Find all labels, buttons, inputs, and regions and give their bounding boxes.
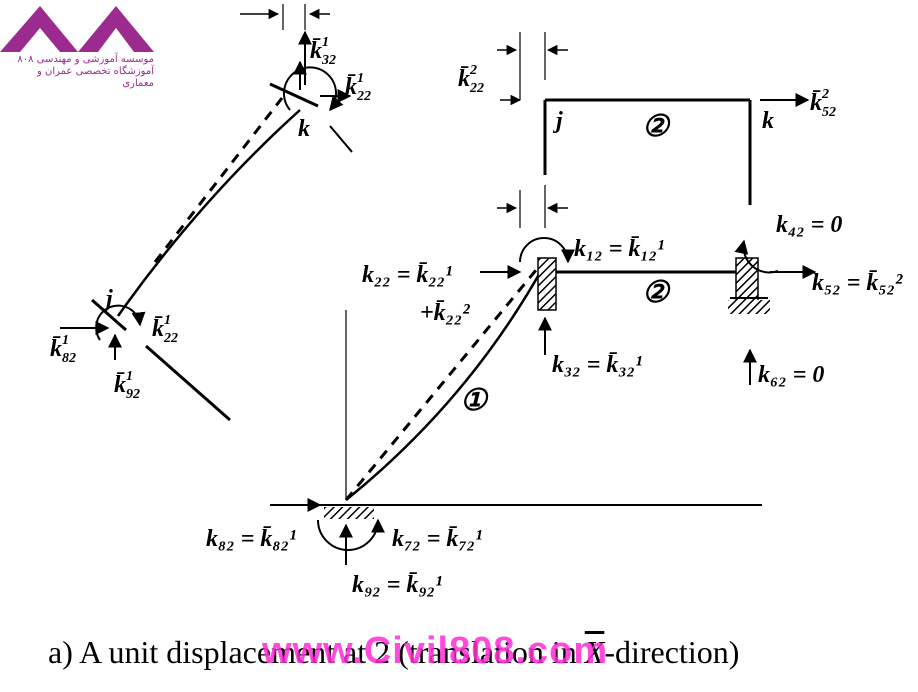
- label-node-k-right: k: [762, 108, 774, 134]
- label-member1: ①: [460, 384, 489, 417]
- label-k22-sq: k̄222: [458, 63, 484, 96]
- frame-structure: [270, 237, 817, 565]
- label-k82-eq: k₈₂ = k̄₈₂¹: [206, 526, 296, 552]
- figure-caption: a) A unit displacement at 2 (translation…: [48, 634, 739, 671]
- logo-line1: موسسه آموزشی و مهندسی ۸۰۸: [17, 54, 154, 65]
- label-node-j-left: j: [102, 286, 113, 312]
- caption-axis: X: [584, 634, 605, 670]
- caption-prefix: a) A unit displacement at 2 (translation…: [48, 634, 585, 670]
- label-k42: k₄₂ = 0: [776, 212, 842, 238]
- label-k72-eq: k₇₂ = k̄₇₂¹: [392, 526, 482, 552]
- logo-text: موسسه آموزشی و مهندسی ۸۰۸ آموزشگاه تخصصی…: [4, 54, 154, 90]
- label-k82-left: k̄821: [50, 333, 76, 366]
- label-k52-top: k̄522: [810, 87, 836, 120]
- label-member2-top: ②: [642, 110, 671, 143]
- label-k22-sum-line2: +k̄₂₂²: [420, 300, 470, 326]
- left-member-freebody: [60, 4, 353, 422]
- force-labels: k̄321 k̄221 k j k̄821 k̄221 k̄921 k̄222 …: [50, 35, 903, 598]
- watermark: www.Civil808.com: [262, 630, 609, 672]
- label-k62: k₆₂ = 0: [758, 362, 824, 388]
- label-k22-top: k̄221: [345, 71, 371, 104]
- label-k12: k₁₂ = k̄₁₂¹: [574, 236, 664, 262]
- logo-mark: [0, 6, 154, 52]
- label-k92-eq: k₉₂ = k̄₉₂¹: [352, 572, 442, 598]
- label-k92-left: k̄921: [114, 369, 140, 402]
- label-k52-eq: k₅₂ = k̄₅₂²: [812, 270, 903, 296]
- label-k22-sum-line1: k₂₂ = k̄₂₂¹: [362, 262, 452, 288]
- caption-suffix: -direction): [604, 634, 740, 670]
- label-node-k-left: k: [298, 116, 310, 142]
- label-node-j-right: j: [552, 108, 563, 134]
- label-member2-bottom: ②: [642, 276, 671, 309]
- label-k32-top: k̄321: [310, 35, 336, 68]
- label-k22-left: k̄221: [152, 313, 178, 346]
- logo-line2: آموزشگاه تخصصی عمران و معماری: [37, 66, 154, 89]
- label-k32-eq: k₃₂ = k̄₃₂¹: [552, 352, 642, 378]
- member-2-freebody: [497, 32, 810, 228]
